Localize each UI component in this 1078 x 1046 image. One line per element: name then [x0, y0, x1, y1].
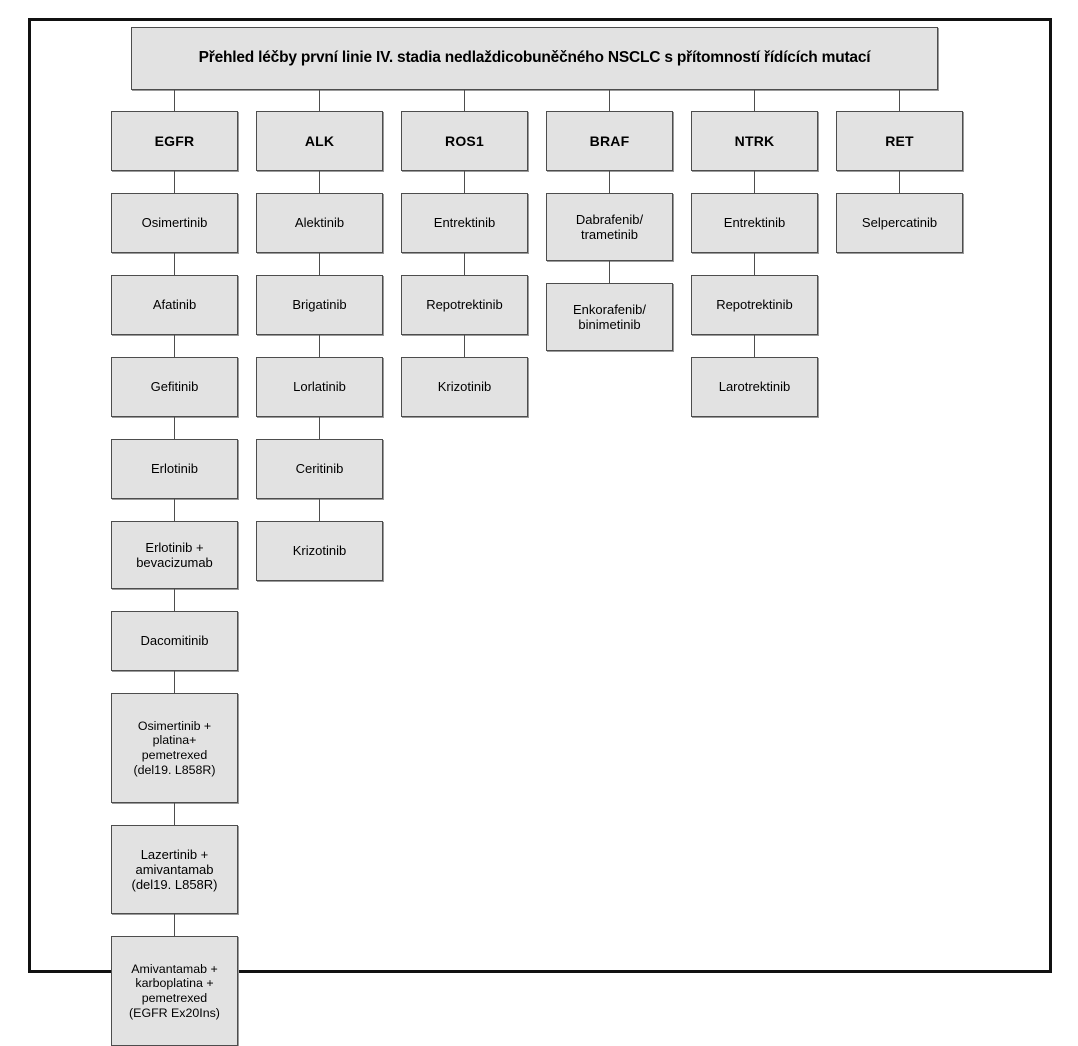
- drug-label-ros1-1: Repotrektinib: [426, 297, 503, 313]
- drug-node-braf-1[interactable]: Enkorafenib/ binimetinib: [546, 283, 673, 351]
- drug-label-ntrk-0: Entrektinib: [723, 215, 786, 231]
- drug-node-braf-0[interactable]: Dabrafenib/ trametinib: [546, 193, 673, 261]
- connector-egfr-3: [173, 417, 176, 439]
- connector-egfr-2: [173, 335, 176, 357]
- connector-ros1-2: [463, 335, 466, 357]
- connector-title-to-egfr: [173, 90, 176, 111]
- connector-title-to-braf: [608, 90, 611, 111]
- drug-label-alk-4: Krizotinib: [292, 543, 347, 559]
- connector-egfr-7: [173, 803, 176, 825]
- gene-header-alk[interactable]: ALK: [256, 111, 383, 171]
- connector-alk-3: [318, 417, 321, 439]
- drug-node-ntrk-0[interactable]: Entrektinib: [691, 193, 818, 253]
- drug-node-egfr-1[interactable]: Afatinib: [111, 275, 238, 335]
- drug-label-egfr-4: Erlotinib + bevacizumab: [136, 539, 213, 570]
- diagram-title-label: Přehled léčby první linie IV. stadia ned…: [198, 49, 871, 67]
- connector-egfr-6: [173, 671, 176, 693]
- drug-node-egfr-6[interactable]: Osimertinib + platina+ pemetrexed (del19…: [111, 693, 238, 803]
- drug-node-ret-0[interactable]: Selpercatinib: [836, 193, 963, 253]
- connector-egfr-5: [173, 589, 176, 611]
- page-root: Přehled léčby první linie IV. stadia ned…: [28, 18, 1052, 1046]
- gene-header-label-ntrk: NTRK: [734, 132, 775, 149]
- connector-title-to-ros1: [463, 90, 466, 111]
- gene-header-label-ret: RET: [885, 132, 914, 149]
- drug-label-egfr-8: Amivantamab + karboplatina + pemetrexed …: [129, 961, 220, 1020]
- drug-label-egfr-0: Osimertinib: [141, 215, 208, 231]
- drug-label-ret-0: Selpercatinib: [861, 215, 938, 231]
- drug-label-ros1-2: Krizotinib: [437, 379, 492, 395]
- drug-node-alk-2[interactable]: Lorlatinib: [256, 357, 383, 417]
- drug-label-ros1-0: Entrektinib: [433, 215, 496, 231]
- gene-header-ros1[interactable]: ROS1: [401, 111, 528, 171]
- connector-alk-4: [318, 499, 321, 521]
- connector-alk-2: [318, 335, 321, 357]
- gene-header-ntrk[interactable]: NTRK: [691, 111, 818, 171]
- drug-node-egfr-8[interactable]: Amivantamab + karboplatina + pemetrexed …: [111, 936, 238, 1046]
- connector-title-to-ntrk: [753, 90, 756, 111]
- connector-egfr-1: [173, 253, 176, 275]
- connector-ret-0: [898, 171, 901, 193]
- gene-header-ret[interactable]: RET: [836, 111, 963, 171]
- gene-header-label-alk: ALK: [304, 132, 335, 149]
- connector-ntrk-2: [753, 335, 756, 357]
- drug-label-egfr-3: Erlotinib: [151, 461, 198, 477]
- drug-node-alk-3[interactable]: Ceritinib: [256, 439, 383, 499]
- drug-node-ntrk-1[interactable]: Repotrektinib: [691, 275, 818, 335]
- drug-label-alk-0: Alektinib: [294, 215, 345, 231]
- drug-label-egfr-1: Afatinib: [152, 297, 197, 313]
- gene-header-label-egfr: EGFR: [154, 132, 195, 149]
- connector-braf-0: [608, 171, 611, 193]
- treatment-flowchart: Přehled léčby první linie IV. stadia ned…: [111, 27, 963, 1046]
- diagram-title-box: Přehled léčby první linie IV. stadia ned…: [131, 27, 938, 90]
- connector-ros1-1: [463, 253, 466, 275]
- drug-node-ntrk-2[interactable]: Larotrektinib: [691, 357, 818, 417]
- gene-header-label-braf: BRAF: [589, 132, 630, 149]
- drug-node-ros1-1[interactable]: Repotrektinib: [401, 275, 528, 335]
- drug-node-egfr-4[interactable]: Erlotinib + bevacizumab: [111, 521, 238, 589]
- drug-label-ntrk-1: Repotrektinib: [716, 297, 793, 313]
- drug-node-ros1-0[interactable]: Entrektinib: [401, 193, 528, 253]
- drug-node-egfr-2[interactable]: Gefitinib: [111, 357, 238, 417]
- connector-braf-1: [608, 261, 611, 283]
- connector-egfr-8: [173, 914, 176, 936]
- drug-label-alk-1: Brigatinib: [292, 297, 347, 313]
- connector-ros1-0: [463, 171, 466, 193]
- drug-label-alk-3: Ceritinib: [295, 461, 344, 477]
- connector-ntrk-0: [753, 171, 756, 193]
- drug-node-ros1-2[interactable]: Krizotinib: [401, 357, 528, 417]
- drug-node-egfr-0[interactable]: Osimertinib: [111, 193, 238, 253]
- drug-node-egfr-3[interactable]: Erlotinib: [111, 439, 238, 499]
- drug-node-egfr-7[interactable]: Lazertinib + amivantamab (del19. L858R): [111, 825, 238, 914]
- drug-node-alk-4[interactable]: Krizotinib: [256, 521, 383, 581]
- gene-header-label-ros1: ROS1: [445, 132, 484, 149]
- connector-egfr-0: [173, 171, 176, 193]
- connector-alk-0: [318, 171, 321, 193]
- drug-label-egfr-2: Gefitinib: [150, 379, 199, 395]
- drug-label-alk-2: Lorlatinib: [293, 379, 346, 395]
- drug-label-braf-0: Dabrafenib/ trametinib: [575, 211, 644, 242]
- drug-label-braf-1: Enkorafenib/ binimetinib: [573, 301, 646, 332]
- drug-node-alk-0[interactable]: Alektinib: [256, 193, 383, 253]
- gene-header-braf[interactable]: BRAF: [546, 111, 673, 171]
- connector-title-to-ret: [898, 90, 901, 111]
- gene-header-egfr[interactable]: EGFR: [111, 111, 238, 171]
- drug-node-egfr-5[interactable]: Dacomitinib: [111, 611, 238, 671]
- connector-title-to-alk: [318, 90, 321, 111]
- drug-label-ntrk-2: Larotrektinib: [718, 379, 791, 395]
- drug-label-egfr-5: Dacomitinib: [140, 633, 209, 649]
- connector-ntrk-1: [753, 253, 756, 275]
- drug-label-egfr-7: Lazertinib + amivantamab (del19. L858R): [131, 846, 218, 893]
- drug-label-egfr-6: Osimertinib + platina+ pemetrexed (del19…: [133, 718, 216, 777]
- connector-alk-1: [318, 253, 321, 275]
- drug-node-alk-1[interactable]: Brigatinib: [256, 275, 383, 335]
- connector-egfr-4: [173, 499, 176, 521]
